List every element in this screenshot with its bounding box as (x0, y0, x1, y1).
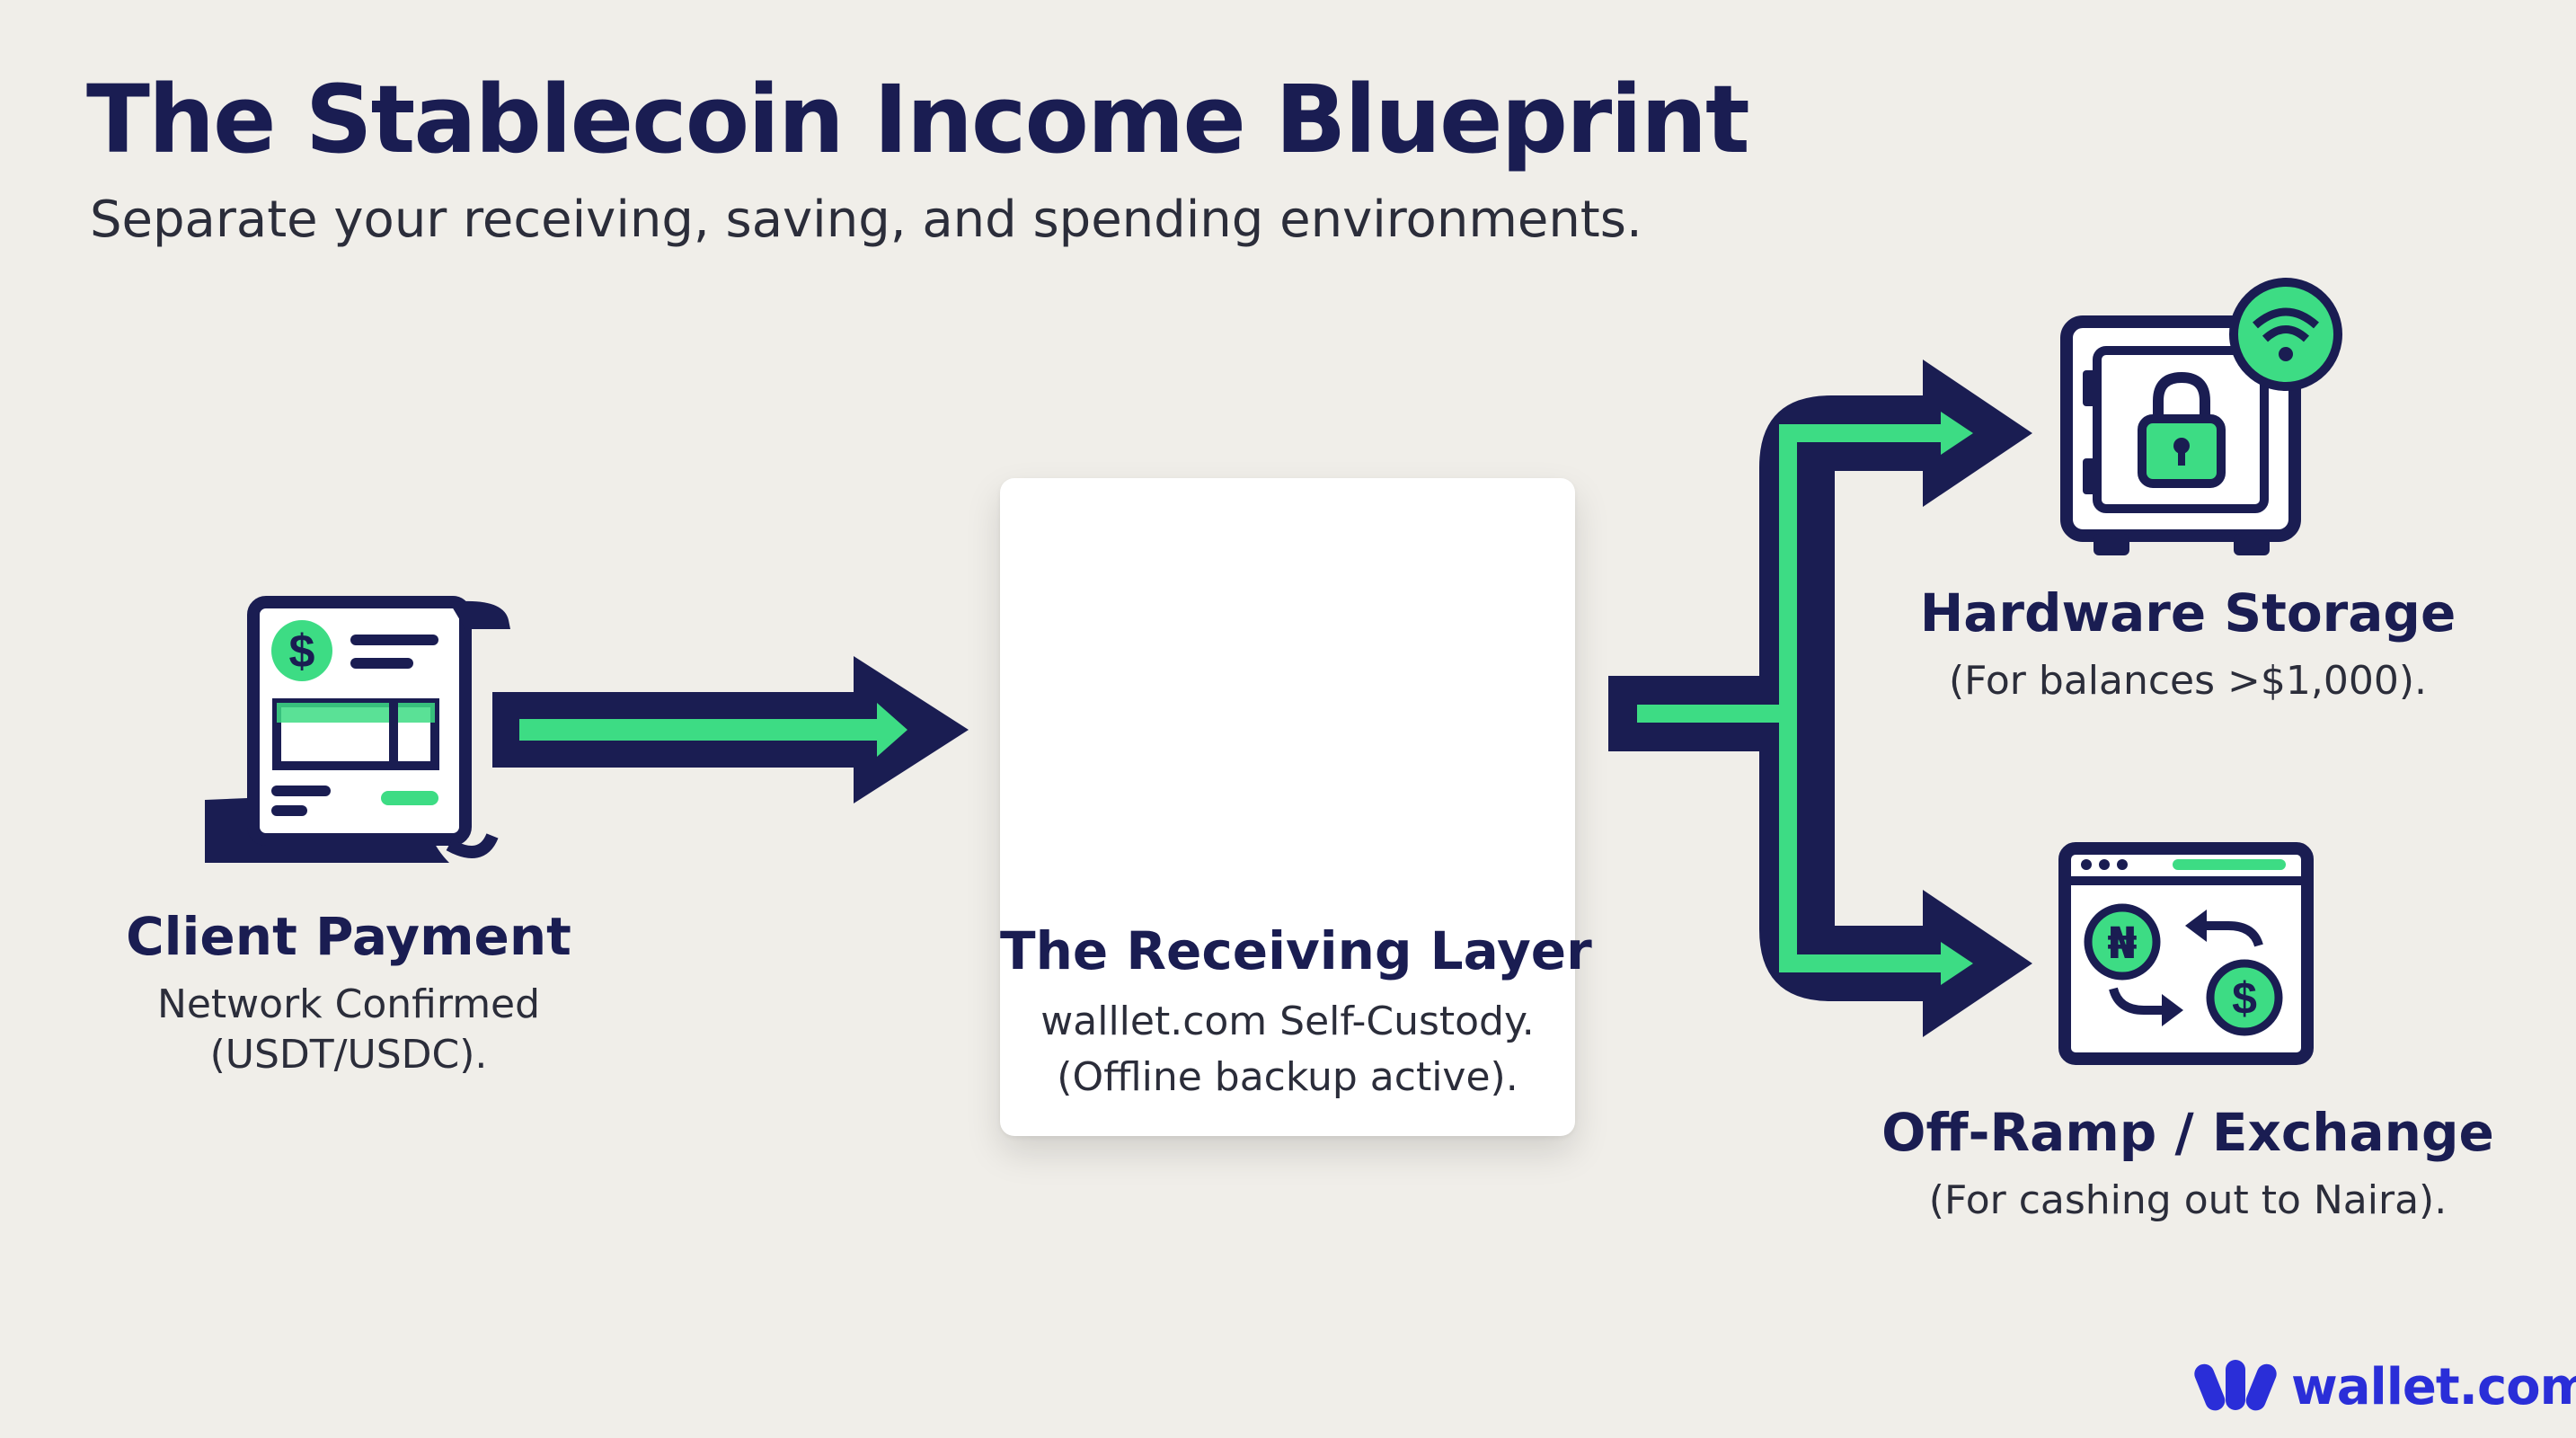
currency-exchange-icon: ₦ $ (2058, 842, 2314, 1065)
receiving-layer-line1: walllet.com Self-Custody. (1040, 999, 1535, 1044)
brand-name: wallet.com (2291, 1357, 2576, 1416)
off-ramp-line1: (For cashing out to Naira). (1928, 1177, 2448, 1223)
brand-logo: wallet.com (2192, 1355, 2576, 1418)
off-ramp-title: Off-Ramp / Exchange (1881, 1102, 2494, 1163)
receiving-layer-card: The Receiving Layer walllet.com Self-Cus… (1000, 478, 1592, 1136)
safe-lock-icon (2060, 278, 2342, 555)
receipt-dollar-icon: $ (205, 596, 510, 863)
arrow-to-receiving-layer (492, 656, 969, 803)
client-payment-line1: Network Confirmed (156, 981, 541, 1027)
hardware-storage-title: Hardware Storage (1919, 582, 2456, 644)
page-title: The Stablecoin Income Blueprint (86, 65, 1750, 174)
brand-mark-icon (2194, 1360, 2277, 1411)
dollar-glyph-2: $ (2232, 973, 2257, 1024)
arrow-split-to-destinations (1608, 360, 2032, 1037)
client-payment-title: Client Payment (126, 906, 571, 967)
page-subtitle: Separate your receiving, saving, and spe… (90, 191, 1642, 249)
dollar-glyph: $ (289, 626, 315, 678)
naira-glyph: ₦ (2107, 919, 2137, 969)
hardware-storage-line1: (For balances >$1,000). (1948, 658, 2428, 704)
receiving-layer-title: The Receiving Layer (1000, 920, 1592, 981)
receiving-layer-line2: (Offline backup active). (1057, 1054, 1518, 1100)
client-payment-line2: (USDT/USDC). (209, 1032, 488, 1078)
